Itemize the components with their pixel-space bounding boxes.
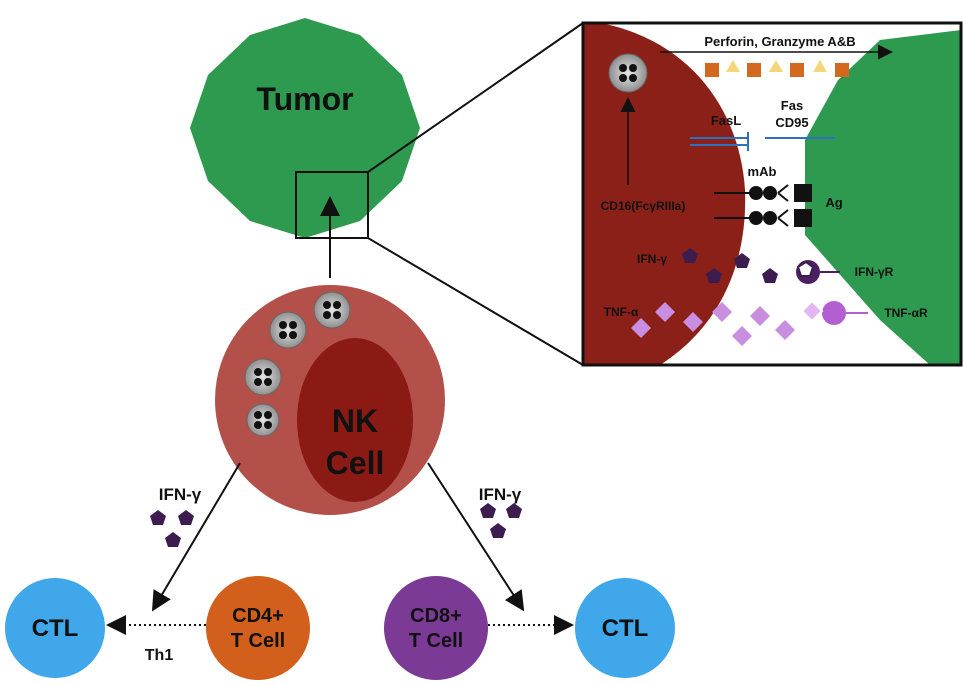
right-ifn-label: IFN-γ [479, 485, 522, 504]
perforin-label: Perforin, Granzyme A&B [704, 34, 855, 49]
cd8-label-line2: T Cell [409, 630, 463, 652]
granule [246, 403, 280, 437]
tumor-label: Tumor [256, 81, 353, 117]
granule [244, 358, 282, 396]
th1-label: Th1 [145, 647, 174, 664]
nk-label-line2: Cell [326, 445, 385, 481]
granule [313, 291, 351, 329]
tnf-receptor [800, 299, 868, 325]
antibody-2 [714, 209, 812, 227]
tnf-receptor-label: TNF-αR [884, 306, 928, 320]
inset-tnf-diamonds [631, 302, 795, 346]
fasl-fas-interaction [690, 132, 835, 151]
cd4-label-line2: T Cell [231, 630, 285, 652]
right-ifn-pentagons [480, 503, 522, 538]
fas-label-line2: CD95 [775, 115, 808, 130]
cd8-label-line1: CD8+ [410, 605, 462, 627]
mab-label: mAb [748, 164, 777, 179]
left-ctl-circle [5, 578, 105, 678]
nk-label-line1: NK [332, 403, 378, 439]
nk-granules [244, 291, 351, 437]
zoom-box [295, 171, 369, 239]
ifn-receptor [796, 260, 840, 284]
inset-ifn-label: IFN-γ [637, 252, 667, 266]
inset-panel: Perforin, Granzyme A&B FasL Fas CD95 CD1… [581, 21, 963, 367]
zoom-line-bottom [367, 237, 584, 366]
antibody-1 [714, 184, 812, 202]
cd16-label: CD16(FcγRIIIa) [601, 199, 686, 213]
left-ctl-label: CTL [32, 615, 79, 642]
zoom-line-top [367, 22, 584, 173]
inset-ifn-pentagons [682, 248, 778, 283]
left-ifn-pentagons [150, 510, 194, 547]
fas-label-line1: Fas [781, 98, 803, 113]
inset-tumor [805, 30, 961, 365]
granule [269, 311, 307, 349]
nk-to-left-arrow [151, 462, 241, 612]
ifn-receptor-label: IFN-γR [855, 265, 894, 279]
fasl-label: FasL [711, 113, 741, 128]
ag-label: Ag [825, 195, 842, 210]
cd4-label-line1: CD4+ [232, 605, 284, 627]
left-ifn-label: IFN-γ [159, 485, 202, 504]
right-ctl-label: CTL [602, 615, 649, 642]
inset-granule [608, 53, 648, 93]
cd4-circle [206, 576, 310, 680]
nk-cell-nucleus [297, 338, 413, 502]
perforin-granzyme-molecules [705, 60, 849, 77]
nk-to-right-arrow [427, 462, 525, 612]
cd8-circle [384, 576, 488, 680]
tnf-label: TNF-α [604, 305, 639, 319]
right-ctl-circle [575, 578, 675, 678]
tumor-shape [190, 18, 420, 238]
